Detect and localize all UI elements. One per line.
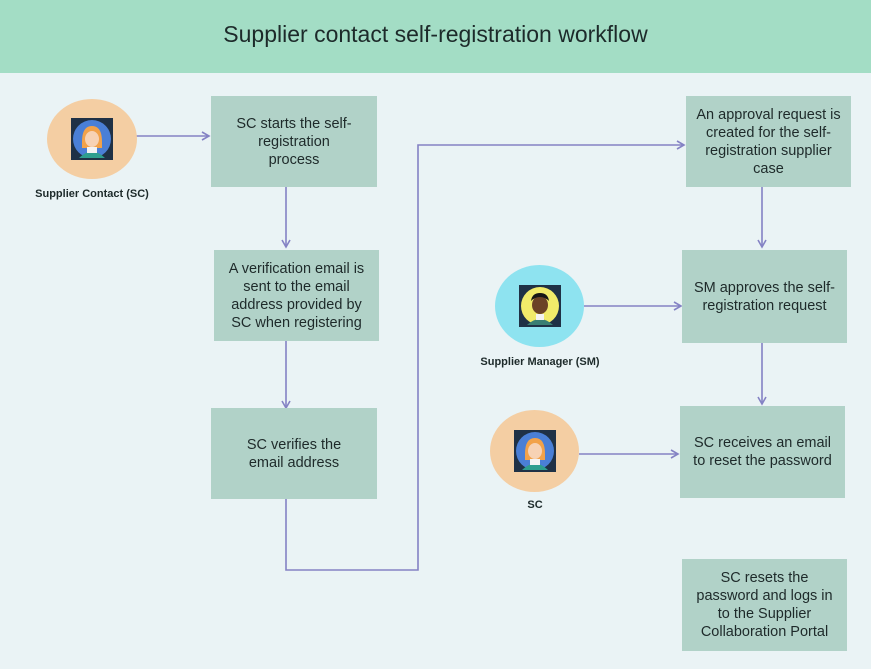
step-verify-email: SC verifies the email address bbox=[211, 408, 377, 499]
sc-label: SC bbox=[527, 499, 543, 511]
step-reset-login: SC resets the password and logs in to th… bbox=[682, 559, 847, 651]
step-sm-approves: SM approves the self-registration reques… bbox=[682, 250, 847, 343]
sc-avatar bbox=[490, 410, 579, 492]
supplier-contact-label: Supplier Contact (SC) bbox=[35, 188, 149, 200]
page-title: Supplier contact self-registration workf… bbox=[223, 21, 648, 47]
step-verification-email: A verification email is sent to the emai… bbox=[214, 250, 379, 341]
supplier-manager-label: Supplier Manager (SM) bbox=[480, 356, 600, 368]
supplier-contact-avatar bbox=[47, 99, 137, 179]
step-approval-request: An approval request is created for the s… bbox=[686, 96, 851, 187]
arrow-verify-to-approval bbox=[285, 140, 686, 571]
title-banner bbox=[0, 0, 871, 73]
supplier-manager-avatar bbox=[495, 265, 584, 347]
step-receive-email: SC receives an email to reset the passwo… bbox=[680, 406, 845, 498]
supplier-contact-avatar-icon bbox=[71, 118, 113, 160]
step-start: SC starts the self-registration process bbox=[211, 96, 377, 187]
supplier-contact-avatar-icon bbox=[513, 430, 556, 472]
supplier-manager-avatar-icon bbox=[518, 285, 561, 327]
